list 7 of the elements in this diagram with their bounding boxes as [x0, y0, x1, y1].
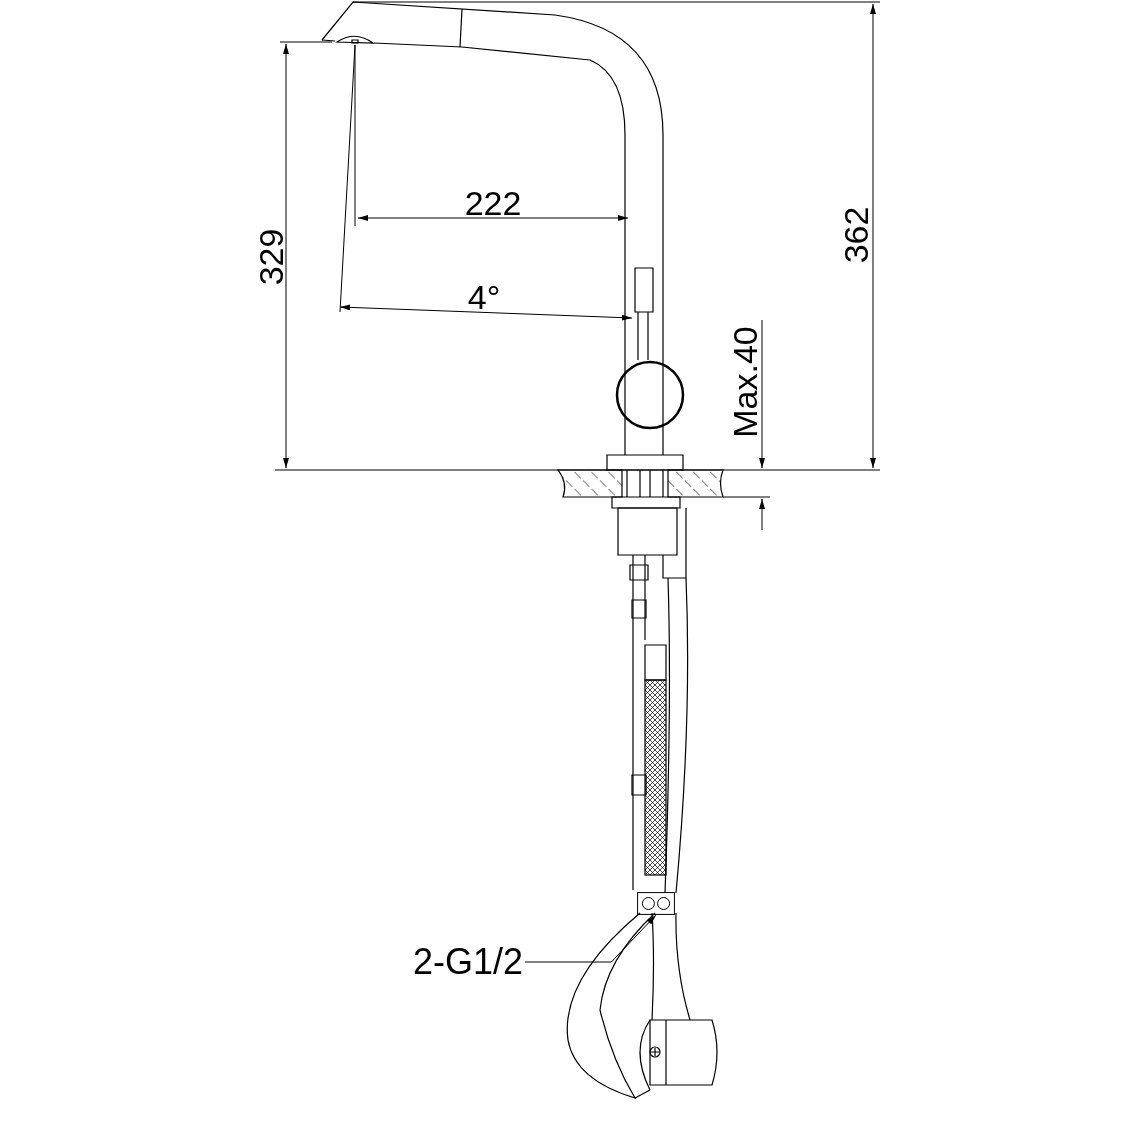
dimension-label: 362: [839, 206, 873, 264]
callout-text: 2-G1/2: [413, 944, 524, 980]
dimension-label: 222: [464, 186, 522, 220]
dimension-label: 329: [254, 228, 288, 286]
dimension-label: 4°: [467, 280, 501, 314]
leader-line: [524, 914, 657, 963]
dimension-label: Max.40: [728, 326, 762, 438]
